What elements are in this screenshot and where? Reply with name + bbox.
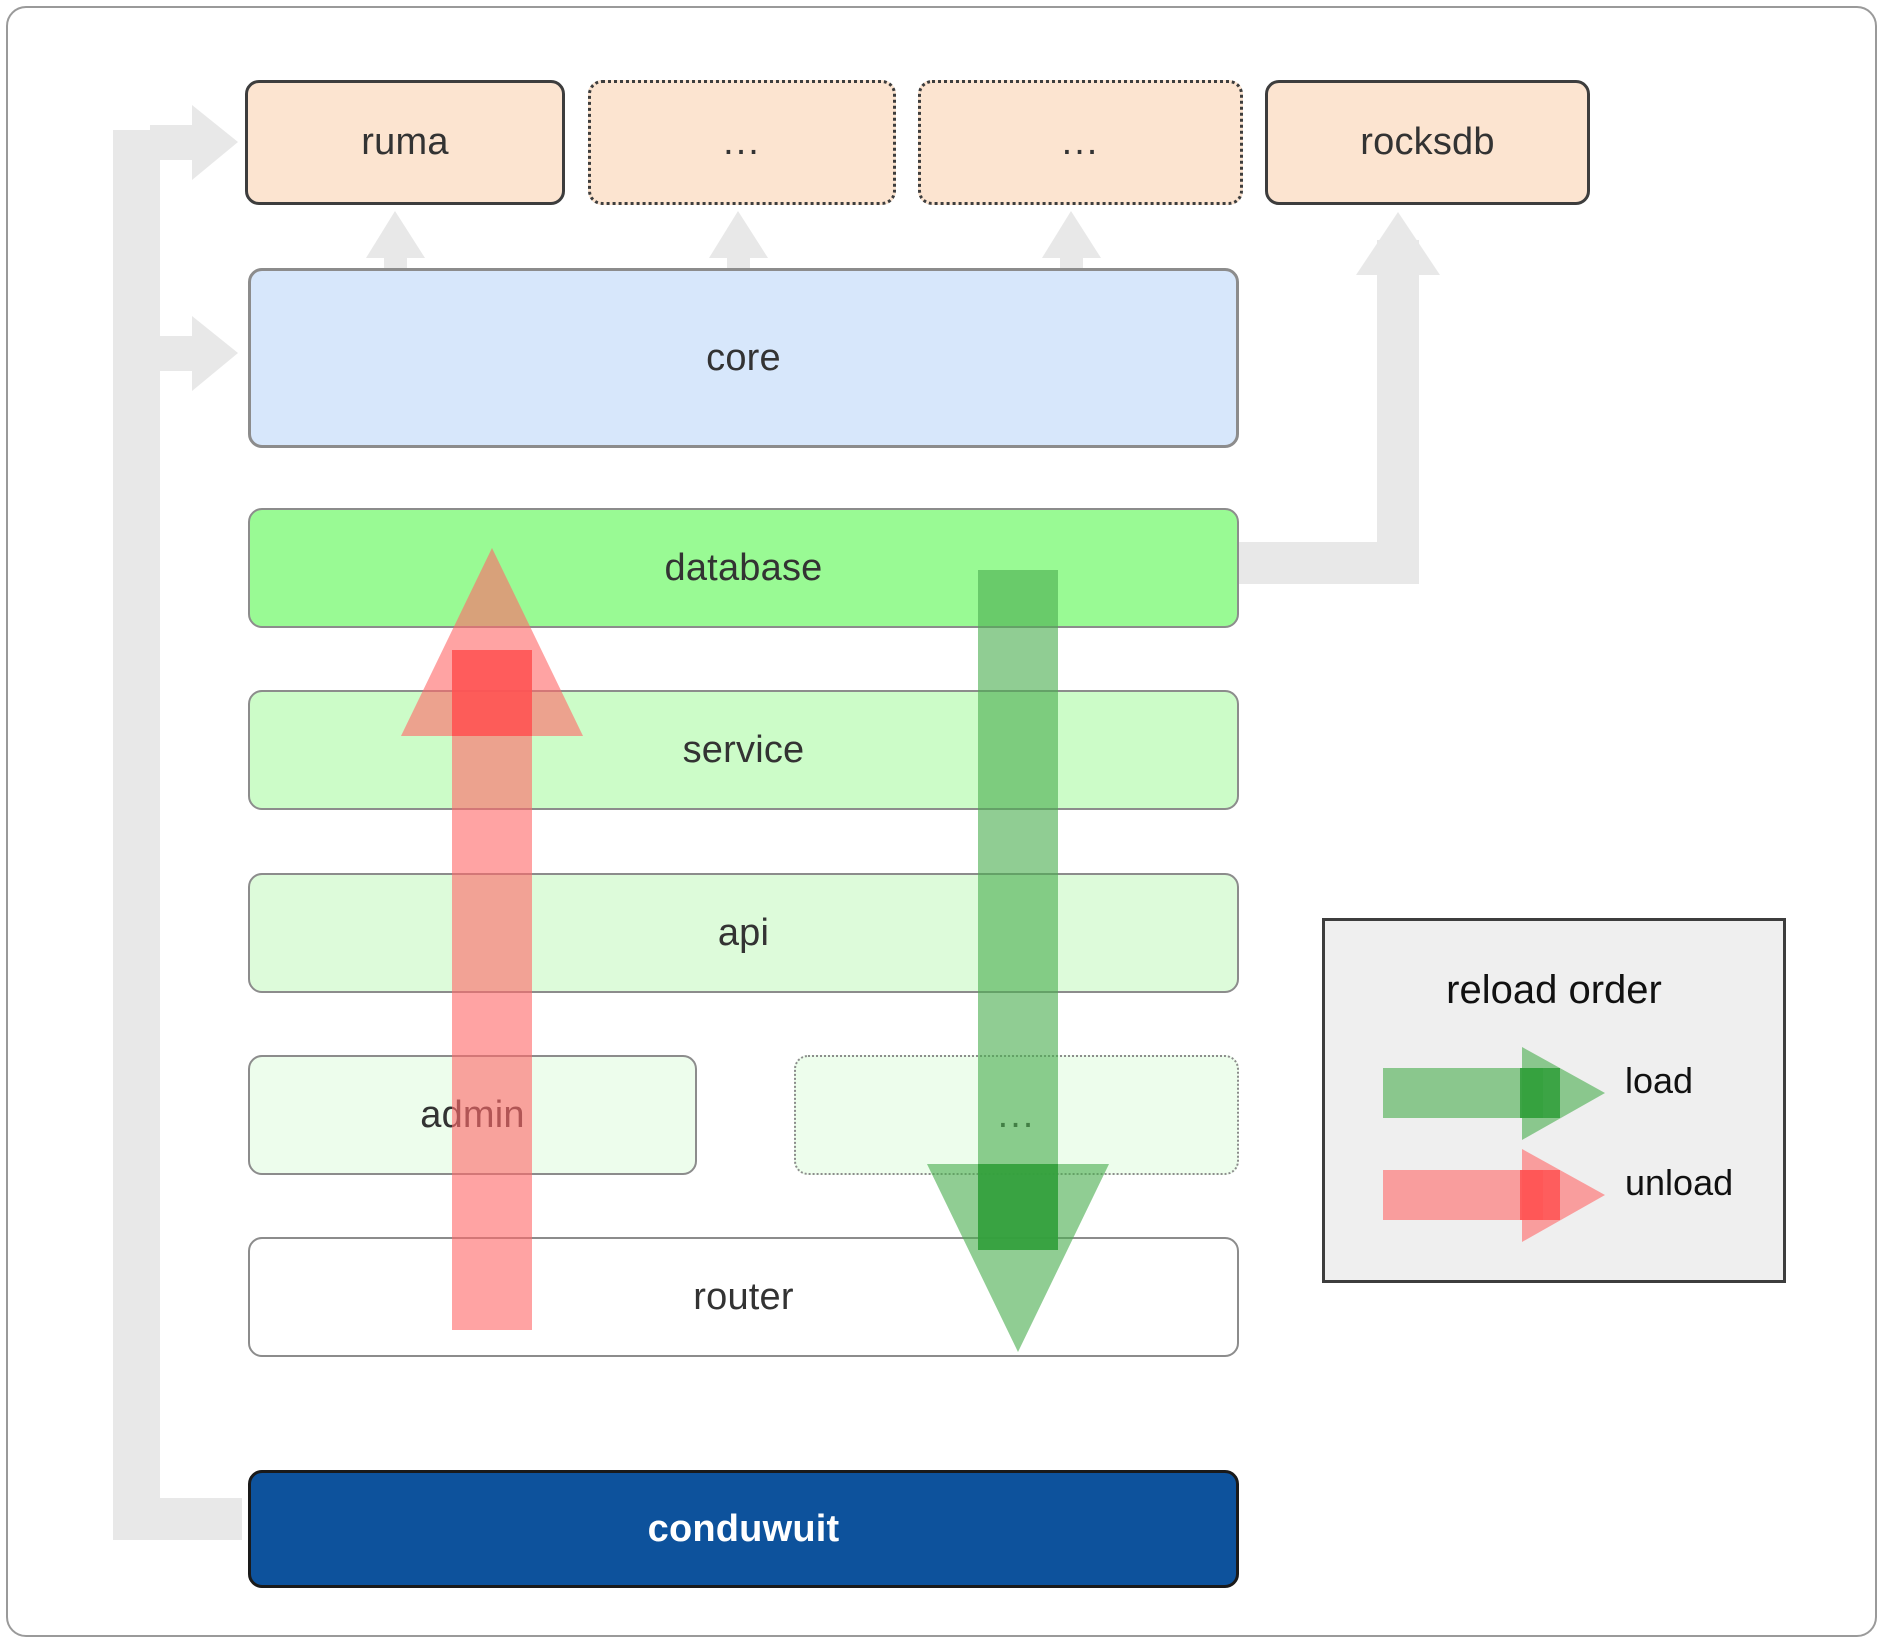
dependency-box-ruma[interactable]: ruma [245,80,565,205]
layer-box-core[interactable]: core [248,268,1239,448]
binary-box-conduwuit[interactable]: conduwuit [248,1470,1239,1588]
layer-label: database [664,546,823,589]
layer-box-api[interactable]: api [248,873,1239,993]
layer-label: core [706,336,781,379]
dependency-box-ellipsis-1[interactable]: ... [588,80,896,205]
layer-label: router [693,1275,794,1318]
binary-label: conduwuit [647,1507,840,1550]
layer-box-ellipsis[interactable]: ... [794,1055,1239,1175]
dependency-label: ruma [361,121,449,163]
legend-label-unload: unload [1625,1162,1734,1203]
layer-box-router[interactable]: router [248,1237,1239,1357]
dependency-label: ... [1061,121,1100,163]
layer-label: admin [420,1093,525,1136]
dependency-box-rocksdb[interactable]: rocksdb [1265,80,1590,205]
layer-label: ... [997,1093,1036,1136]
dependency-box-ellipsis-2[interactable]: ... [918,80,1243,205]
legend-label-load: load [1625,1060,1694,1101]
dependency-label: ... [723,121,761,163]
layer-box-service[interactable]: service [248,690,1239,810]
layer-label: service [682,728,805,771]
diagram-frame [6,6,1877,1637]
layer-box-admin[interactable]: admin [248,1055,697,1175]
dependency-label: rocksdb [1360,121,1495,163]
layer-label: api [717,911,770,954]
legend-title: reload order [1446,968,1662,1012]
layer-box-database[interactable]: database [248,508,1239,628]
